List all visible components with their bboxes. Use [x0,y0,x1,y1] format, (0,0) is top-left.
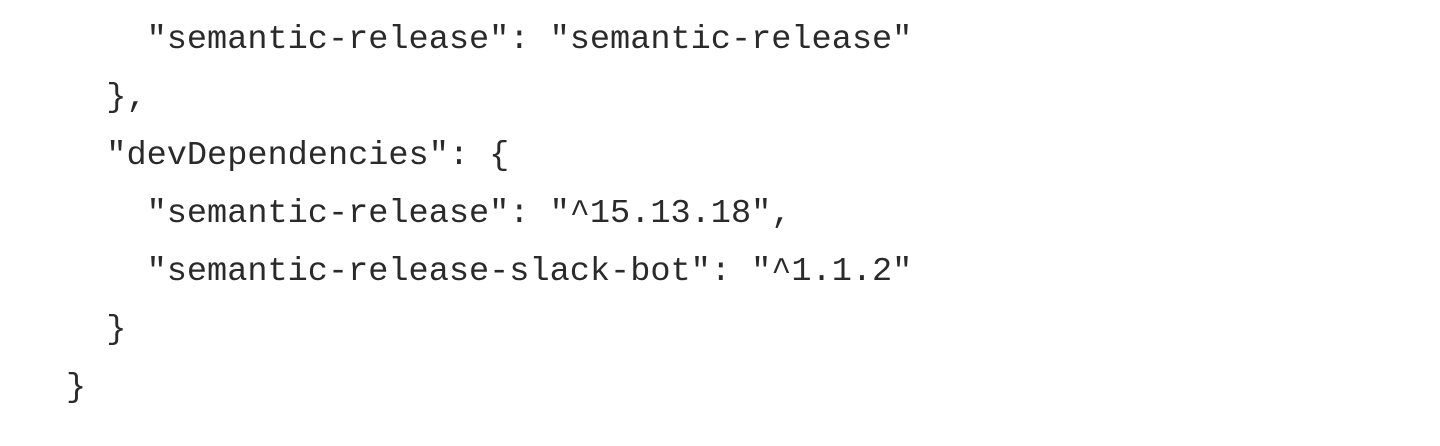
code-block: "semantic-release": "semantic-release" }… [66,11,912,417]
code-line: } [66,369,87,407]
code-line: "semantic-release": "semantic-release" [66,21,913,59]
code-line: "semantic-release-slack-bot": "^1.1.2" [66,253,913,291]
code-line: "semantic-release": "^15.13.18", [66,195,792,233]
code-line: } [66,311,127,349]
code-line: "devDependencies": { [66,137,510,175]
code-line: }, [66,79,147,117]
